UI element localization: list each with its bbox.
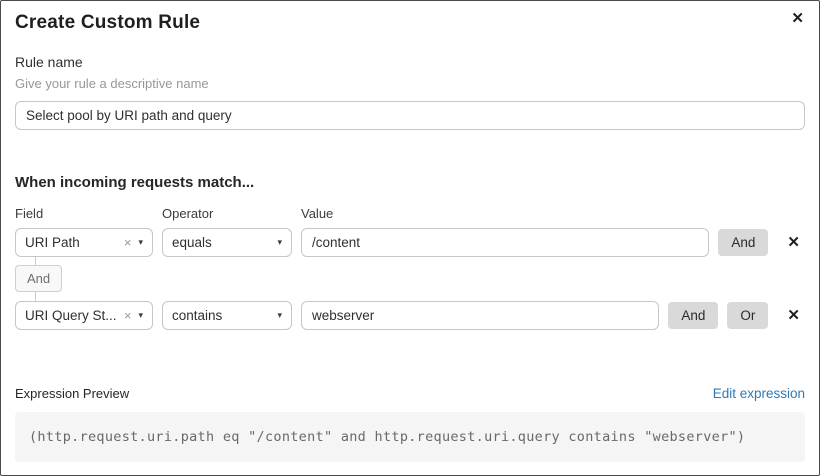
chevron-down-icon: ▾: [277, 310, 282, 320]
remove-condition-icon[interactable]: ✕: [787, 307, 800, 324]
field-select-value: URI Path: [25, 235, 80, 250]
close-icon[interactable]: ✕: [791, 10, 804, 27]
clear-icon[interactable]: ×: [123, 308, 132, 323]
and-connector-badge: And: [15, 265, 63, 292]
operator-select[interactable]: equals ▾: [162, 228, 292, 257]
field-column-label: Field: [15, 206, 44, 221]
and-button[interactable]: And: [718, 229, 769, 256]
connector-line: [35, 257, 36, 265]
match-section-heading: When incoming requests match...: [15, 174, 255, 191]
rule-name-label: Rule name: [15, 54, 83, 70]
condition-row: URI Path × ▾ equals ▾ And ✕: [15, 228, 805, 257]
field-select[interactable]: URI Query St... × ▾: [15, 301, 153, 330]
remove-condition-icon[interactable]: ✕: [787, 234, 800, 251]
clear-icon[interactable]: ×: [123, 235, 132, 250]
expression-preview-label: Expression Preview: [15, 386, 130, 401]
rule-name-input[interactable]: [15, 101, 805, 130]
operator-select[interactable]: contains ▾: [162, 301, 292, 330]
rule-name-helper: Give your rule a descriptive name: [15, 76, 209, 91]
chevron-down-icon: ▾: [277, 237, 282, 247]
expression-preview-header: Expression Preview Edit expression: [15, 386, 805, 401]
expression-code: (http.request.uri.path eq "/content" and…: [15, 412, 805, 462]
value-input[interactable]: [301, 228, 710, 257]
condition-column-labels: Field Operator Value: [15, 206, 805, 221]
condition-connector: And: [15, 257, 805, 301]
connector-line: [35, 292, 36, 301]
operator-select-value: equals: [172, 235, 212, 250]
value-field-wrap: [301, 228, 710, 257]
value-input[interactable]: [301, 301, 660, 330]
condition-row: URI Query St... × ▾ contains ▾ And Or ✕: [15, 301, 805, 330]
edit-expression-link[interactable]: Edit expression: [712, 386, 805, 401]
and-button[interactable]: And: [668, 302, 719, 329]
or-button[interactable]: Or: [727, 302, 769, 329]
chevron-down-icon: ▾: [138, 237, 143, 247]
operator-select-value: contains: [172, 308, 223, 323]
chevron-down-icon: ▾: [138, 310, 143, 320]
value-field-wrap: [301, 301, 660, 330]
page-title: Create Custom Rule: [15, 12, 201, 33]
field-select[interactable]: URI Path × ▾: [15, 228, 153, 257]
rule-name-field-wrap: [15, 101, 805, 130]
operator-column-label: Operator: [162, 206, 214, 221]
field-select-value: URI Query St...: [25, 308, 117, 323]
value-column-label: Value: [301, 206, 334, 221]
